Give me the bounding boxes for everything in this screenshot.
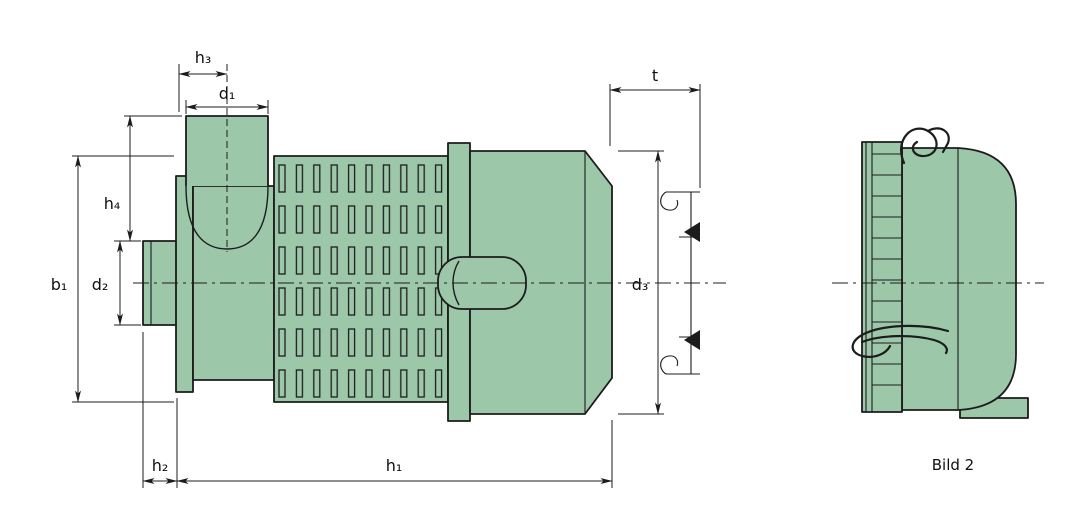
- clamp-band-rungs: [872, 153, 902, 386]
- dimension-h4: h₄: [104, 115, 182, 242]
- dimension-h3: h₃: [178, 48, 228, 112]
- dimension-label-d1: d₁: [219, 84, 236, 103]
- dimension-h2: h₂: [142, 332, 178, 488]
- inlet-pipe: [185, 115, 269, 186]
- dimension-d2: d₂: [92, 240, 141, 326]
- bracket-bottom-hook: [660, 355, 679, 375]
- main-view: h₃ d₁ t b₁ h₄ d₂: [51, 48, 726, 488]
- spring-clip-top: [900, 127, 938, 165]
- bracket-profile: [660, 191, 700, 375]
- louver-slots: [274, 156, 448, 402]
- dimension-label-d3: d₃: [632, 275, 649, 294]
- dimension-h1: h₁: [176, 420, 613, 488]
- spring-clip-bottom: [851, 324, 950, 358]
- bracket-claw-bottom: [684, 330, 700, 350]
- dimension-d1: d₁: [185, 84, 269, 114]
- dimension-label-h1: h₁: [386, 456, 403, 475]
- dimension-d3: d₃: [618, 150, 664, 415]
- filter-body-rear: [901, 147, 1017, 411]
- dimension-label-d2: d₂: [92, 275, 109, 294]
- mounting-flange: [175, 175, 194, 393]
- filter-silhouette: [142, 115, 613, 422]
- spring-clip-bottom-hook: [860, 334, 948, 355]
- dimension-label-h2: h₂: [152, 456, 169, 475]
- dimension-b1: b₁: [51, 155, 174, 403]
- dimension-label-t: t: [652, 66, 658, 85]
- clamp-band: [861, 141, 903, 413]
- dimension-label-h3: h₃: [195, 48, 212, 67]
- caption-bild2: Bild 2: [932, 456, 974, 474]
- dimension-t: t: [609, 66, 701, 188]
- side-view-bild2: Bild 2: [832, 127, 1044, 474]
- dimension-label-b1: b₁: [51, 275, 68, 294]
- side-view-silhouette: [861, 141, 1029, 419]
- bracket-top-hook: [660, 191, 679, 211]
- bracket-claw-top: [684, 222, 700, 242]
- dimension-label-h4: h₄: [104, 194, 121, 213]
- spring-clip-top-hook: [926, 127, 950, 154]
- inlet-pipe-bore: [185, 185, 269, 250]
